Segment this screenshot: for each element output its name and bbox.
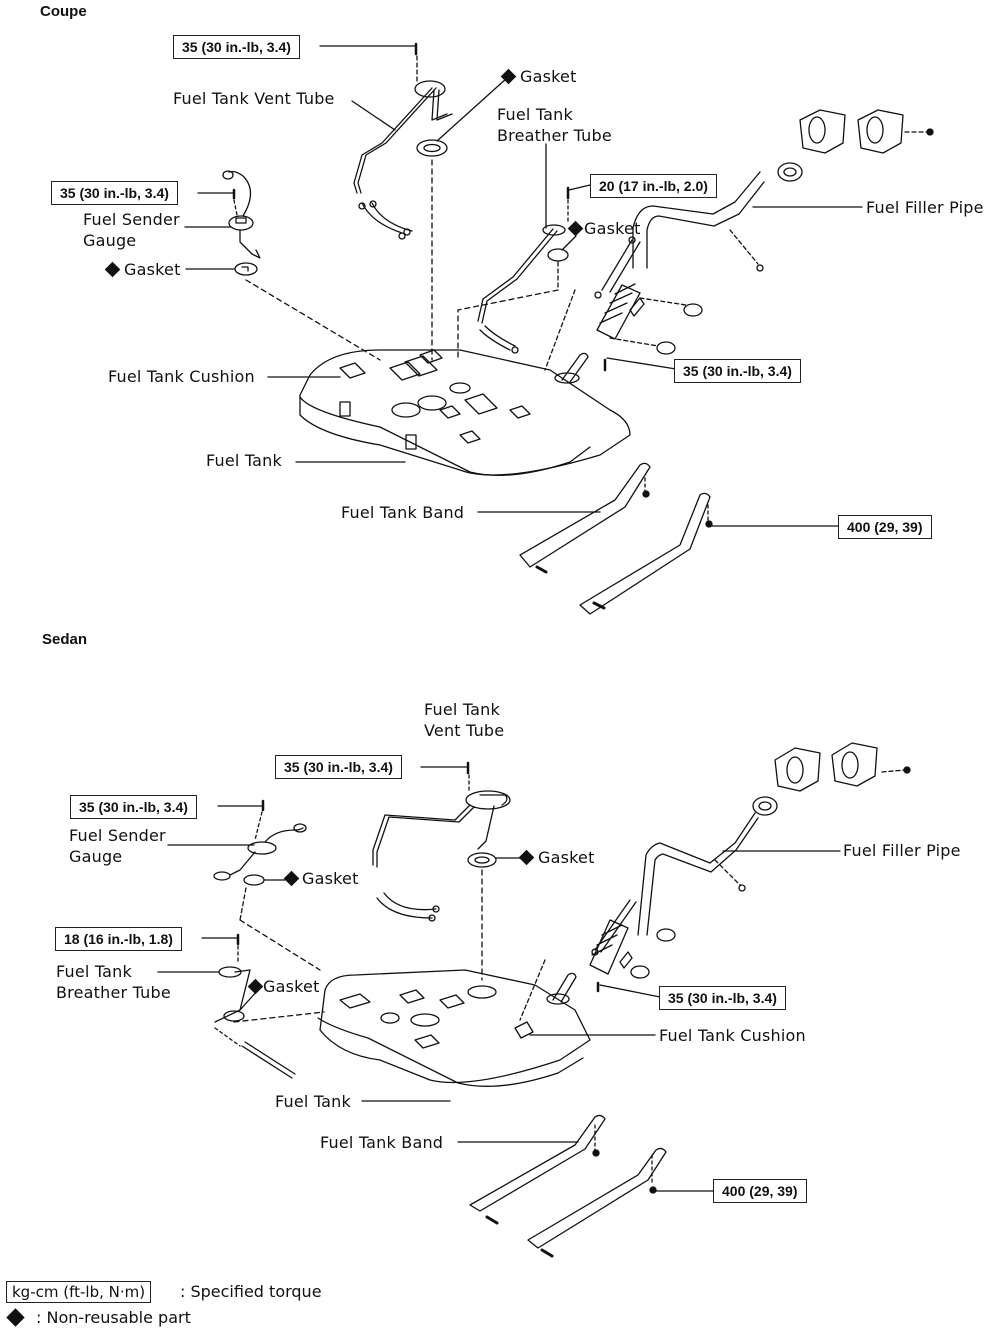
label-line: Fuel Sender xyxy=(69,826,166,845)
torque-spec-breather-bolt: 20 (17 in.-lb, 2.0) xyxy=(590,174,717,198)
label-gasket-breather: Gasket xyxy=(247,976,320,997)
non-reusable-diamond-icon xyxy=(500,68,517,85)
torque-spec-filler-bolt: 35 (30 in.-lb, 3.4) xyxy=(659,986,786,1010)
label-line: Fuel Tank xyxy=(56,962,132,981)
label-gasket-vent: Gasket xyxy=(500,66,577,87)
non-reusable-diamond-icon xyxy=(104,261,121,278)
non-reusable-diamond-icon xyxy=(518,849,535,866)
label-fuel-tank-breather-tube: Fuel Tank Breather Tube xyxy=(56,961,171,1003)
torque-spec-breather-bolt: 18 (16 in.-lb, 1.8) xyxy=(55,927,182,951)
label-gasket-sender: Gasket xyxy=(282,868,359,889)
gasket-text: Gasket xyxy=(584,219,641,238)
label-line: Breather Tube xyxy=(497,126,612,145)
label-fuel-sender-gauge: Fuel Sender Gauge xyxy=(69,825,166,867)
label-gasket-sender: Gasket xyxy=(104,259,181,280)
label-fuel-tank-cushion: Fuel Tank Cushion xyxy=(659,1026,806,1045)
legend-nonreusable: : Non-reusable part xyxy=(6,1308,191,1327)
coupe-artwork xyxy=(184,42,934,615)
label-fuel-tank-vent-tube: Fuel Tank Vent Tube xyxy=(424,699,504,741)
label-gasket-vent: Gasket xyxy=(518,847,595,868)
torque-spec-vent-tube-bolt: 35 (30 in.-lb, 3.4) xyxy=(173,35,300,59)
label-fuel-tank-band: Fuel Tank Band xyxy=(341,503,465,522)
sedan-artwork xyxy=(157,742,911,1258)
torque-spec-vent-tube-bolt: 35 (30 in.-lb, 3.4) xyxy=(275,755,402,779)
label-line: Gauge xyxy=(69,847,123,866)
gasket-text: Gasket xyxy=(538,848,595,867)
legend-nonreusable-text: : Non-reusable part xyxy=(36,1308,191,1327)
label-line: Fuel Tank xyxy=(497,105,573,124)
torque-spec-sender-bolt: 35 (30 in.-lb, 3.4) xyxy=(51,181,178,205)
label-fuel-tank: Fuel Tank xyxy=(206,451,282,470)
non-reusable-diamond-icon xyxy=(283,870,300,887)
label-line: Gauge xyxy=(83,231,137,250)
label-line: Fuel Sender xyxy=(83,210,180,229)
label-fuel-filler-pipe: Fuel Filler Pipe xyxy=(843,841,961,860)
label-line: Vent Tube xyxy=(424,721,505,740)
gasket-text: Gasket xyxy=(302,869,359,888)
label-fuel-tank-vent-tube: Fuel Tank Vent Tube xyxy=(173,89,335,108)
non-reusable-diamond-icon xyxy=(247,978,264,995)
non-reusable-diamond-icon xyxy=(567,220,584,237)
section-title-coupe: Coupe xyxy=(40,3,87,20)
torque-spec-band-bolt: 400 (29, 39) xyxy=(838,515,932,539)
torque-spec-sender-bolt: 35 (30 in.-lb, 3.4) xyxy=(70,795,197,819)
legend-torque-description: : Specified torque xyxy=(180,1282,322,1301)
gasket-text: Gasket xyxy=(520,67,577,86)
legend-torque-unit-box: kg-cm (ft-lb, N·m) xyxy=(6,1281,152,1303)
label-line: Breather Tube xyxy=(56,983,171,1002)
label-fuel-sender-gauge: Fuel Sender Gauge xyxy=(83,209,180,251)
label-line: Fuel Tank xyxy=(424,700,500,719)
gasket-text: Gasket xyxy=(124,260,181,279)
section-title-sedan: Sedan xyxy=(42,631,88,648)
label-gasket-breather: Gasket xyxy=(567,218,641,239)
label-fuel-filler-pipe: Fuel Filler Pipe xyxy=(866,198,984,217)
label-fuel-tank-breather-tube: Fuel Tank Breather Tube xyxy=(497,104,612,146)
label-fuel-tank-band: Fuel Tank Band xyxy=(320,1133,444,1152)
torque-spec-filler-bolt: 35 (30 in.-lb, 3.4) xyxy=(674,359,801,383)
label-fuel-tank: Fuel Tank xyxy=(275,1092,351,1111)
torque-spec-band-bolt: 400 (29, 39) xyxy=(713,1179,807,1203)
non-reusable-diamond-icon xyxy=(6,1308,25,1327)
gasket-text: Gasket xyxy=(263,977,320,996)
label-fuel-tank-cushion: Fuel Tank Cushion xyxy=(108,367,255,386)
